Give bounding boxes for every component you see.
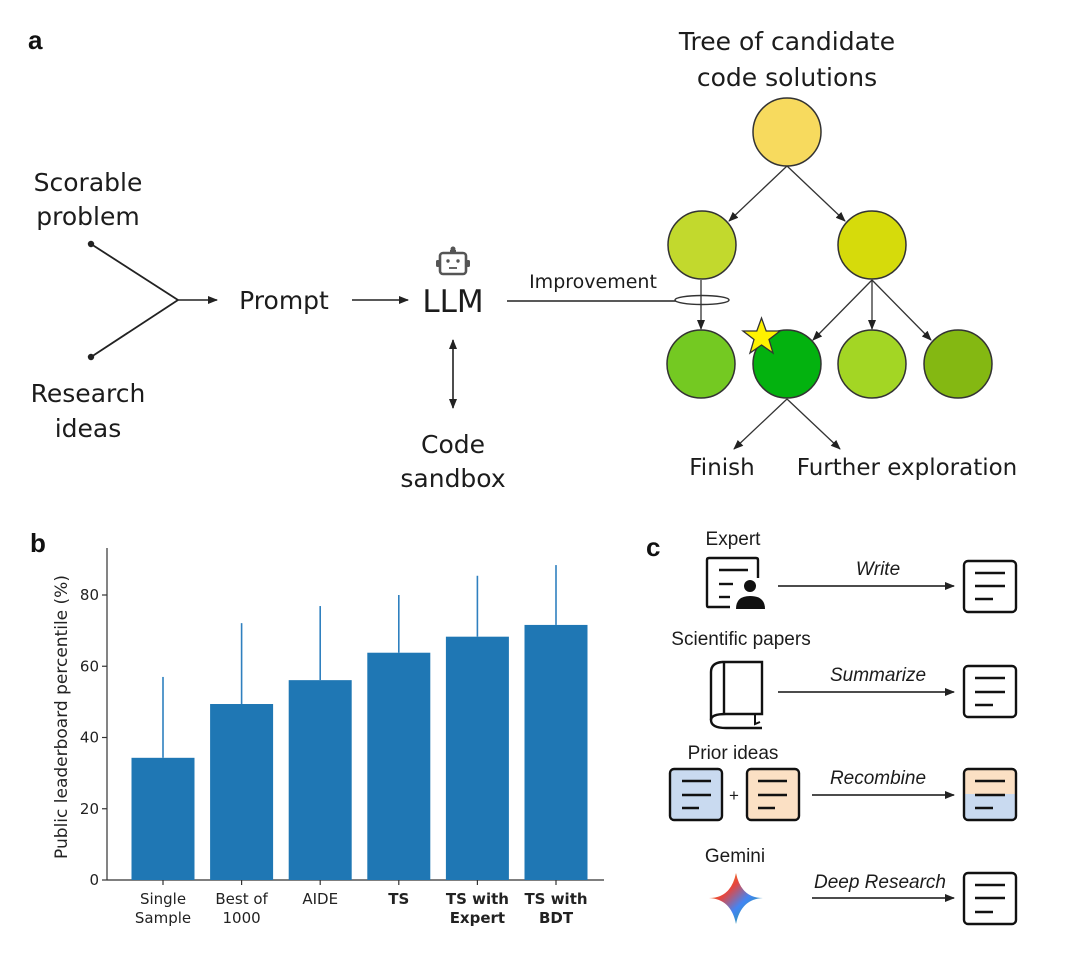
x-tick-label: AIDE: [302, 890, 338, 908]
x-tick-label: 1000: [223, 909, 261, 927]
x-tick-label: Sample: [135, 909, 191, 927]
bar: [524, 624, 588, 880]
sandbox-label-line1: Code: [421, 430, 485, 459]
verb-recombine: Recombine: [830, 768, 926, 789]
document-icon: [962, 871, 1018, 926]
tree-node-level1-left: [667, 210, 737, 280]
y-tick-label: 80: [80, 586, 99, 604]
panel-c: c Expert Write Scientific papers S: [646, 529, 1018, 926]
tree-node-level1-right: [837, 210, 907, 280]
tree-title-line1: Tree of candidate: [678, 27, 895, 56]
tree-title-line2: code solutions: [697, 63, 877, 92]
combined-documents-icon: [962, 767, 1018, 822]
prompt-label: Prompt: [239, 286, 329, 315]
x-tick-label: BDT: [539, 909, 574, 927]
robot-icon: [436, 246, 470, 276]
x-tick-label: TS with: [446, 890, 509, 908]
orange-document-icon: [745, 767, 801, 822]
edge-root-right: [786, 165, 846, 222]
tree-node-level2-a: [666, 329, 736, 399]
bars: [131, 624, 588, 880]
star-icon: [741, 316, 782, 355]
bar-chart: Public leaderboard percentile (%) 0 20 40 6…: [52, 548, 604, 927]
y-ticks: 0 20 40 60 80: [80, 586, 107, 889]
x-tick-label: TS: [388, 890, 409, 908]
bar: [288, 680, 352, 880]
merge-line-top: [90, 243, 179, 301]
document-icon: [962, 559, 1018, 614]
panel-b: b Public leaderboard percentile (%) 0 20 4…: [30, 528, 604, 927]
edge-right-child-d: [871, 279, 932, 341]
edge-to-further-exploration: [786, 398, 841, 450]
source-expert: Expert: [706, 529, 762, 550]
x-tick-label: Single: [140, 890, 186, 908]
tree-nodes: [666, 97, 993, 399]
input-research-ideas-line2: ideas: [55, 414, 122, 443]
improvement-ring: [674, 294, 730, 306]
panel-label-b: b: [30, 528, 46, 558]
sandbox-label-line2: sandbox: [400, 464, 505, 493]
y-tick-label: 0: [89, 871, 99, 889]
improvement-label: Improvement: [529, 271, 657, 293]
edge-to-finish: [733, 398, 788, 450]
panel-label-a: a: [28, 25, 43, 55]
book-icon: [709, 660, 764, 730]
tree-node-level2-d: [923, 329, 993, 399]
panel-label-c: c: [646, 532, 660, 562]
source-gemini: Gemini: [705, 846, 765, 867]
error-bars: [162, 565, 557, 758]
bar: [367, 652, 431, 880]
input-scorable-problem-line1: Scorable: [34, 168, 143, 197]
x-tick-label: Expert: [450, 909, 505, 927]
llm-label: LLM: [422, 284, 483, 320]
x-tick-label: TS with: [524, 890, 587, 908]
bar: [445, 636, 509, 880]
edge-right-child-b: [812, 279, 873, 341]
tree-node-level2-c: [837, 329, 907, 399]
blue-document-icon: [668, 767, 724, 822]
plus-sign: +: [729, 786, 739, 805]
bar: [210, 704, 274, 880]
y-tick-label: 40: [80, 729, 99, 747]
outcome-finish: Finish: [689, 455, 754, 481]
tree-edges: [697, 165, 932, 450]
gemini-sparkle-icon: [709, 873, 763, 924]
source-scientific-papers: Scientific papers: [671, 629, 810, 650]
y-tick-label: 60: [80, 657, 99, 675]
y-axis-title: Public leaderboard percentile (%): [52, 575, 72, 859]
x-tick-label: Best of: [215, 890, 268, 908]
bar: [131, 757, 195, 880]
tree-node-root: [752, 97, 822, 167]
merge-line-bottom: [90, 299, 179, 358]
y-tick-label: 20: [80, 800, 99, 818]
verb-write: Write: [856, 559, 900, 580]
verb-summarize: Summarize: [830, 665, 926, 686]
input-research-ideas-line1: Research: [31, 379, 146, 408]
document-icon: [962, 664, 1018, 719]
panel-a: a Scorable problem Research ideas Prompt…: [28, 25, 1017, 493]
outcome-further-exploration: Further exploration: [797, 455, 1018, 481]
expert-document-icon: [705, 556, 765, 609]
verb-deep-research: Deep Research: [814, 872, 946, 893]
input-scorable-problem-line2: problem: [36, 202, 139, 231]
source-prior-ideas: Prior ideas: [688, 743, 779, 764]
edge-root-left: [728, 165, 788, 222]
